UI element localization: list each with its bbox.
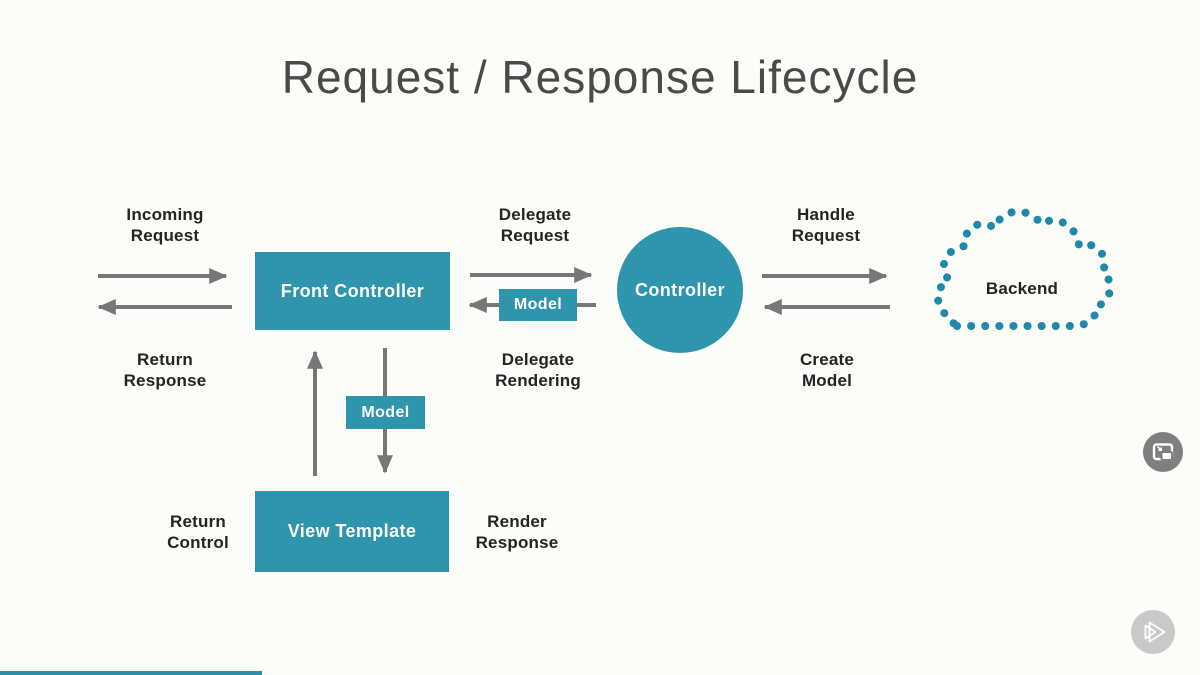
backend-cloud	[934, 207, 1115, 330]
label-delegate-rendering: Delegate Rendering	[495, 350, 581, 390]
picture-in-picture-icon	[1143, 432, 1183, 472]
progress-bar-fill	[0, 671, 262, 675]
page-title: Request / Response Lifecycle	[281, 51, 919, 103]
label-return-response: Return Response	[123, 350, 207, 390]
node-model-request: Model	[499, 289, 577, 321]
node-model-render: Model	[346, 396, 425, 429]
pluralsight-logo-icon	[1131, 610, 1175, 654]
label-return-control: Return Control	[167, 512, 229, 552]
node-view-template: View Template	[255, 491, 449, 572]
picture-in-picture-button[interactable]	[1143, 432, 1183, 472]
label-handle-request: Handle Request	[791, 205, 861, 245]
node-controller: Controller	[617, 227, 743, 353]
player-logo-watermark	[1131, 610, 1175, 654]
node-backend-label: Backend	[985, 279, 1059, 298]
video-progress-bar[interactable]	[0, 671, 1200, 675]
label-incoming-request: Incoming Request	[126, 205, 204, 245]
label-delegate-request: Delegate Request	[498, 205, 572, 245]
node-front-controller: Front Controller	[255, 252, 450, 330]
label-create-model: Create Model	[799, 350, 855, 390]
label-render-response: Render Response	[475, 512, 559, 552]
